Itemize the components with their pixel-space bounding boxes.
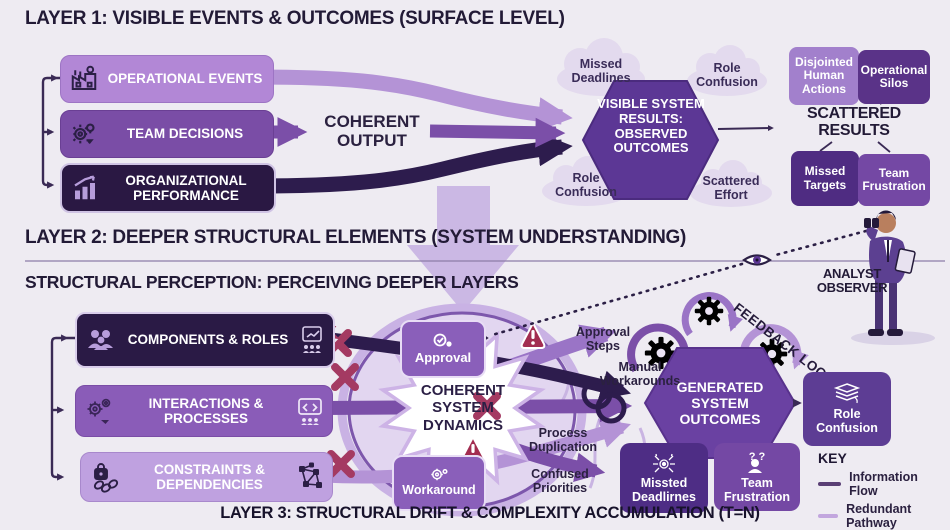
gears-icon <box>84 396 116 426</box>
tangle-knot <box>581 378 627 424</box>
key-legend: KEY Information Flow Redundant Pathway ✕… <box>818 450 946 530</box>
chart-frame-icon <box>299 325 325 355</box>
source-box-label: INTERACTIONS & PROCESSES <box>148 395 264 426</box>
source-box-label: COMPONENTS & ROLES <box>127 332 289 348</box>
conflict-x <box>473 392 501 420</box>
observation-dotted-line <box>490 229 868 337</box>
dynamics-label: COHERENT SYSTEM DYNAMICS <box>420 382 506 434</box>
hexagon-visible-results-label: VISIBLE SYSTEM RESULTS: OBSERVED OUTCOME… <box>597 96 705 156</box>
label-approval-steps: Approval Steps <box>575 325 631 353</box>
hexagon-visible-results <box>581 80 720 200</box>
key-item-information-flow: Information Flow <box>818 470 946 498</box>
gear-icon <box>694 296 724 326</box>
check-gear-icon <box>432 333 454 348</box>
key-item-redundant-pathway: Redundant Pathway <box>818 502 946 530</box>
cloud-scattered-effort <box>690 160 772 207</box>
layer-transition-arrow <box>407 186 519 312</box>
small-gear-icon <box>429 468 449 481</box>
frustrated-person-icon: ? ? <box>740 450 774 474</box>
deadline-spider-icon <box>649 452 679 474</box>
scattered-results-title: SCATTERED RESULTS <box>807 105 901 139</box>
cloud-label-role-confusion-bottom: Role Confusion <box>555 171 617 199</box>
layers-stack-icon <box>832 382 862 405</box>
workaround-box: Workaround <box>392 455 486 511</box>
source-box-interactions-processes: INTERACTIONS & PROCESSES <box>75 385 333 437</box>
source-box-label: CONSTRAINTS & DEPENDENCIES <box>154 461 265 492</box>
analyst-observer-label: ANALYST OBSERVER <box>816 266 888 296</box>
outcome-label: Missted Deadlirnes <box>632 475 696 504</box>
outcome-box-missed-deadlines: Missted Deadlirnes <box>620 443 708 513</box>
gear-idea-icon <box>69 119 99 149</box>
light-line-swatch <box>818 514 839 518</box>
cloud-role-confusion-bottom <box>542 156 630 206</box>
hexagon-generated-outcomes-label: GENERATED SYSTEM OUTCOMES <box>676 379 764 427</box>
scattered-box-missed-targets: Missed Targets <box>791 151 859 206</box>
eye-icon <box>742 254 772 266</box>
layer1-source-bracket <box>41 74 60 189</box>
source-box-organizational-performance: ORGANIZATIONAL PERFORMANCE <box>60 163 276 213</box>
cloud-label-scattered-effort: Scattered Effort <box>702 174 760 202</box>
cloud-label-role-confusion-top: Role Confusion <box>696 61 758 89</box>
dark-line-swatch <box>818 482 842 486</box>
bar-chart-icon <box>70 173 100 203</box>
cloud-role-confusion-top <box>687 45 767 96</box>
source-box-label: OPERATIONAL EVENTS <box>107 71 263 87</box>
outcome-box-team-frustration: ? ? Team Frustration <box>714 443 800 511</box>
layer1-title: LAYER 1: VISIBLE EVENTS & OUTCOMES (SURF… <box>25 8 565 29</box>
scattered-box-disjointed-human-actions: Disjointed Human Actions <box>789 47 859 105</box>
lock-chain-icon <box>89 461 123 493</box>
cloud-label-missed-deadlines: Missed Deadlines <box>571 57 631 85</box>
outcome-box-role-confusion: Role Confusion <box>803 372 891 446</box>
people-icon <box>85 326 117 354</box>
label-process-duplication: Process Duplication <box>528 426 598 454</box>
conflict-x <box>327 450 355 478</box>
band-components <box>321 331 631 400</box>
outcome-label: Team Frustration <box>724 475 790 504</box>
hexagon-to-scattered-line <box>717 125 774 132</box>
approval-label: Approval <box>414 349 472 365</box>
warning-icon <box>520 320 546 349</box>
approval-box: Approval <box>400 320 486 378</box>
label-confused-priorities: Confused Priorities <box>531 467 589 495</box>
coherent-output-label: COHERENT OUTPUT <box>324 112 420 151</box>
scattered-box-operational-silos: Operational Silos <box>858 50 930 104</box>
outcome-label: Role Confusion <box>816 406 878 435</box>
analyst-observer-figure <box>851 210 935 345</box>
layer3-title: LAYER 3: STRUCTURAL DRIFT & COMPLEXITY A… <box>220 504 760 522</box>
key-item-label: Redundant Pathway <box>846 502 912 530</box>
conflict-x <box>331 363 359 391</box>
cloud-shapes <box>542 38 772 207</box>
structural-perception-subtitle: STRUCTURAL PERCEPTION: PERCEIVING DEEPER… <box>25 272 519 292</box>
band-constraints <box>321 418 631 484</box>
source-box-components-roles: COMPONENTS & ROLES <box>75 312 335 368</box>
source-box-constraints-dependencies: CONSTRAINTS & DEPENDENCIES <box>80 452 333 502</box>
source-box-label: ORGANIZATIONAL PERFORMANCE <box>125 172 247 203</box>
key-item-label: Information Flow <box>849 470 918 498</box>
layer2-source-bracket <box>50 334 75 481</box>
code-window-icon <box>296 396 324 426</box>
workaround-label: Workaround <box>402 483 476 498</box>
source-box-label: TEAM DECISIONS <box>126 126 244 142</box>
label-manual-workarounds: Manual Workarounds <box>599 360 681 388</box>
layer2-title: LAYER 2: DEEPER STRUCTURAL ELEMENTS (SYS… <box>25 227 687 248</box>
key-title: KEY <box>818 450 847 466</box>
network-icon <box>296 462 324 492</box>
source-box-operational-events: OPERATIONAL EVENTS <box>60 55 274 103</box>
scattered-box-team-frustration: Team Frustration <box>858 154 930 206</box>
factory-icon <box>69 64 99 94</box>
source-box-team-decisions: TEAM DECISIONS <box>60 110 274 158</box>
